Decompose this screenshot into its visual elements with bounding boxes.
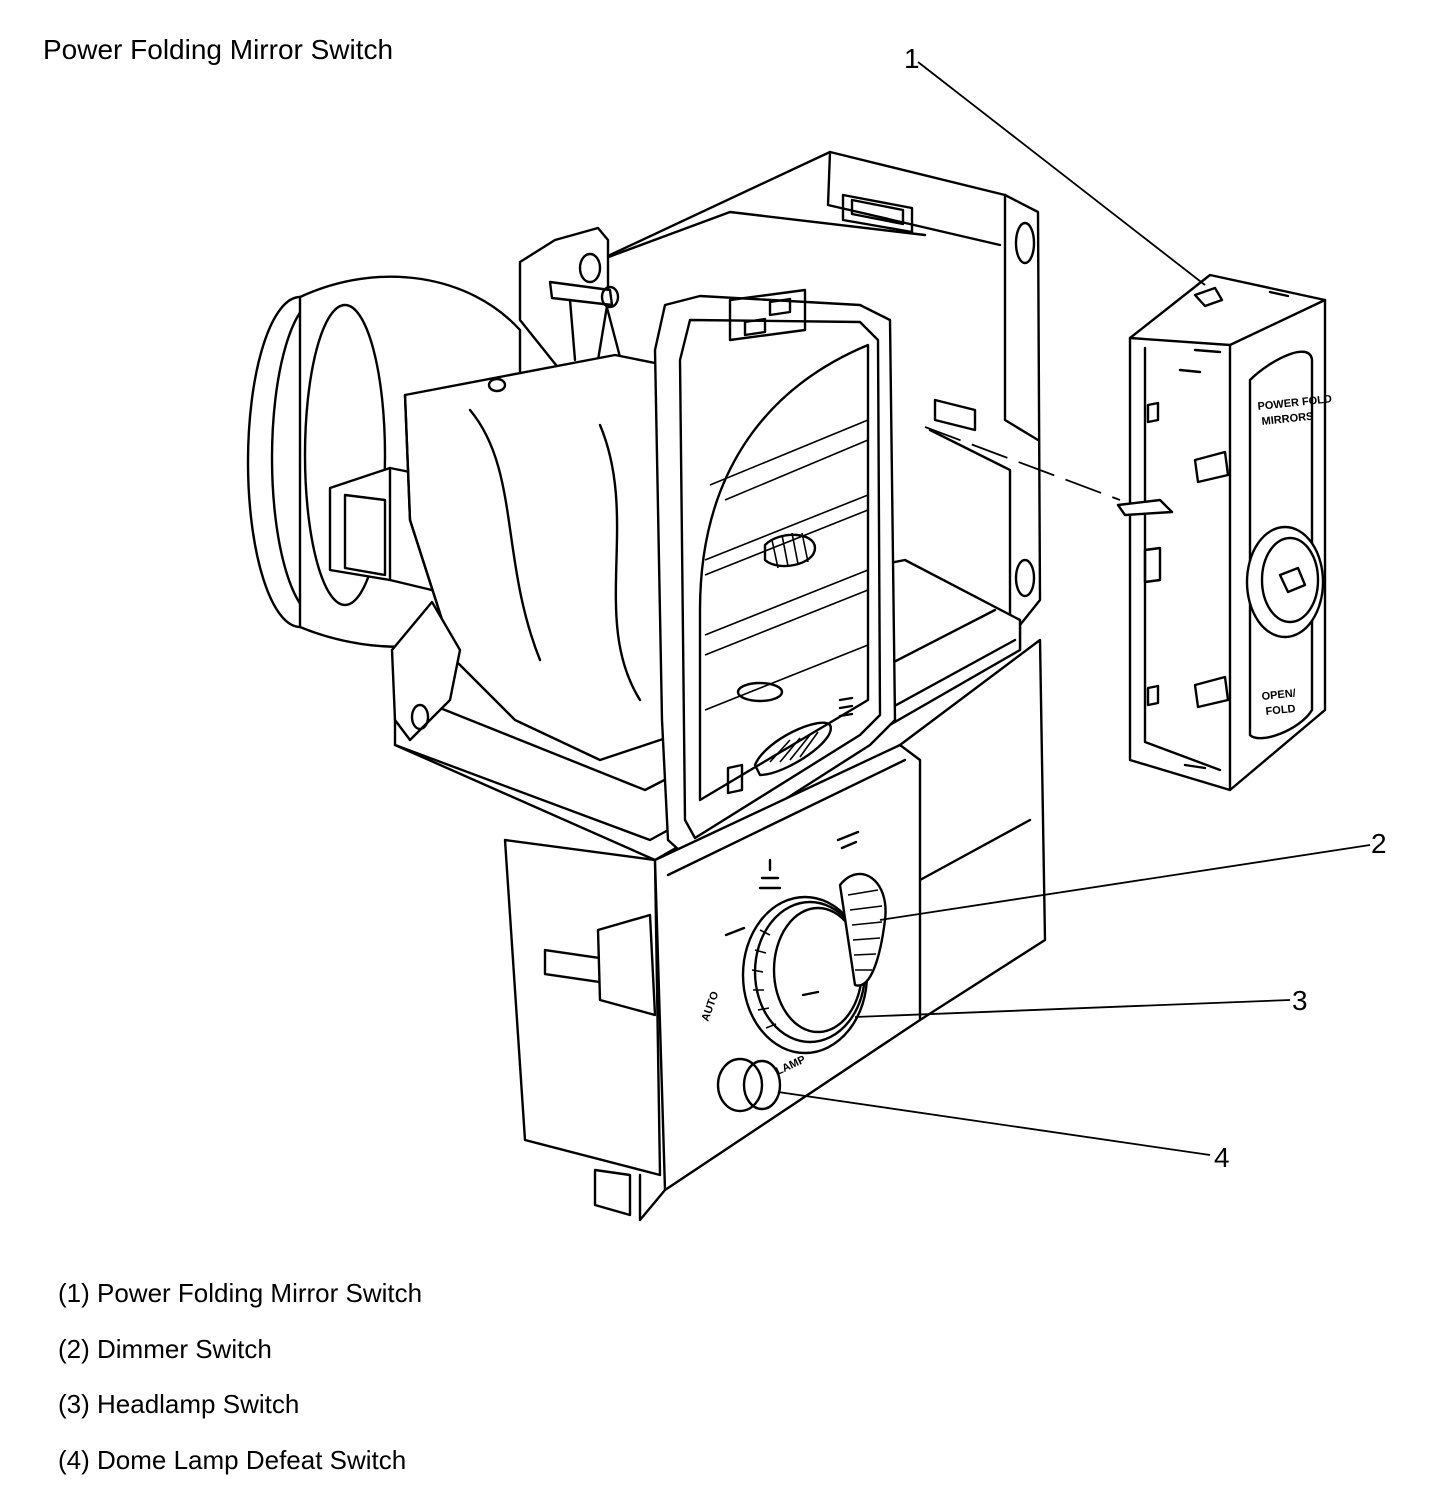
- callout-3: 3: [1292, 985, 1308, 1016]
- legend-item-dome-lamp-defeat-switch: (4) Dome Lamp Defeat Switch: [58, 1444, 407, 1475]
- mounting-ear: [518, 226, 620, 372]
- mode-top-label-2: MIRRORS: [1261, 411, 1314, 428]
- vent-body: [390, 353, 692, 762]
- legend-item-dimmer-switch: (2) Dimmer Switch: [58, 1333, 272, 1364]
- callout-2: 2: [1371, 828, 1387, 859]
- legend-list: (1) Power Folding Mirror Switch (2) Dimm…: [58, 1278, 422, 1500]
- legend-item-headlamp-switch: (3) Headlamp Switch: [58, 1389, 300, 1419]
- mode-bottom-label: OPEN/: [1261, 687, 1296, 703]
- mode-bottom-label-2: FOLD: [1265, 703, 1296, 718]
- leader-line-2: [879, 844, 1371, 921]
- installation-path-line: [924, 426, 1121, 501]
- callout-4: 4: [1214, 1142, 1230, 1173]
- callout-1: 1: [904, 43, 920, 74]
- leader-line-4: [777, 1091, 1211, 1156]
- vent-bezel: [653, 288, 897, 862]
- leader-line-3: [854, 999, 1291, 1018]
- legend-item-power-folding-mirror-switch: (1) Power Folding Mirror Switch: [58, 1278, 423, 1308]
- power-folding-mirror-switch: POWER FOLD MIRRORS OPEN/ FOLD: [1116, 273, 1333, 792]
- page-title: Power Folding Mirror Switch: [43, 34, 394, 65]
- leader-line-1: [917, 61, 1206, 286]
- headlamp-switch-module: AUTO LAMP: [503, 638, 1047, 1222]
